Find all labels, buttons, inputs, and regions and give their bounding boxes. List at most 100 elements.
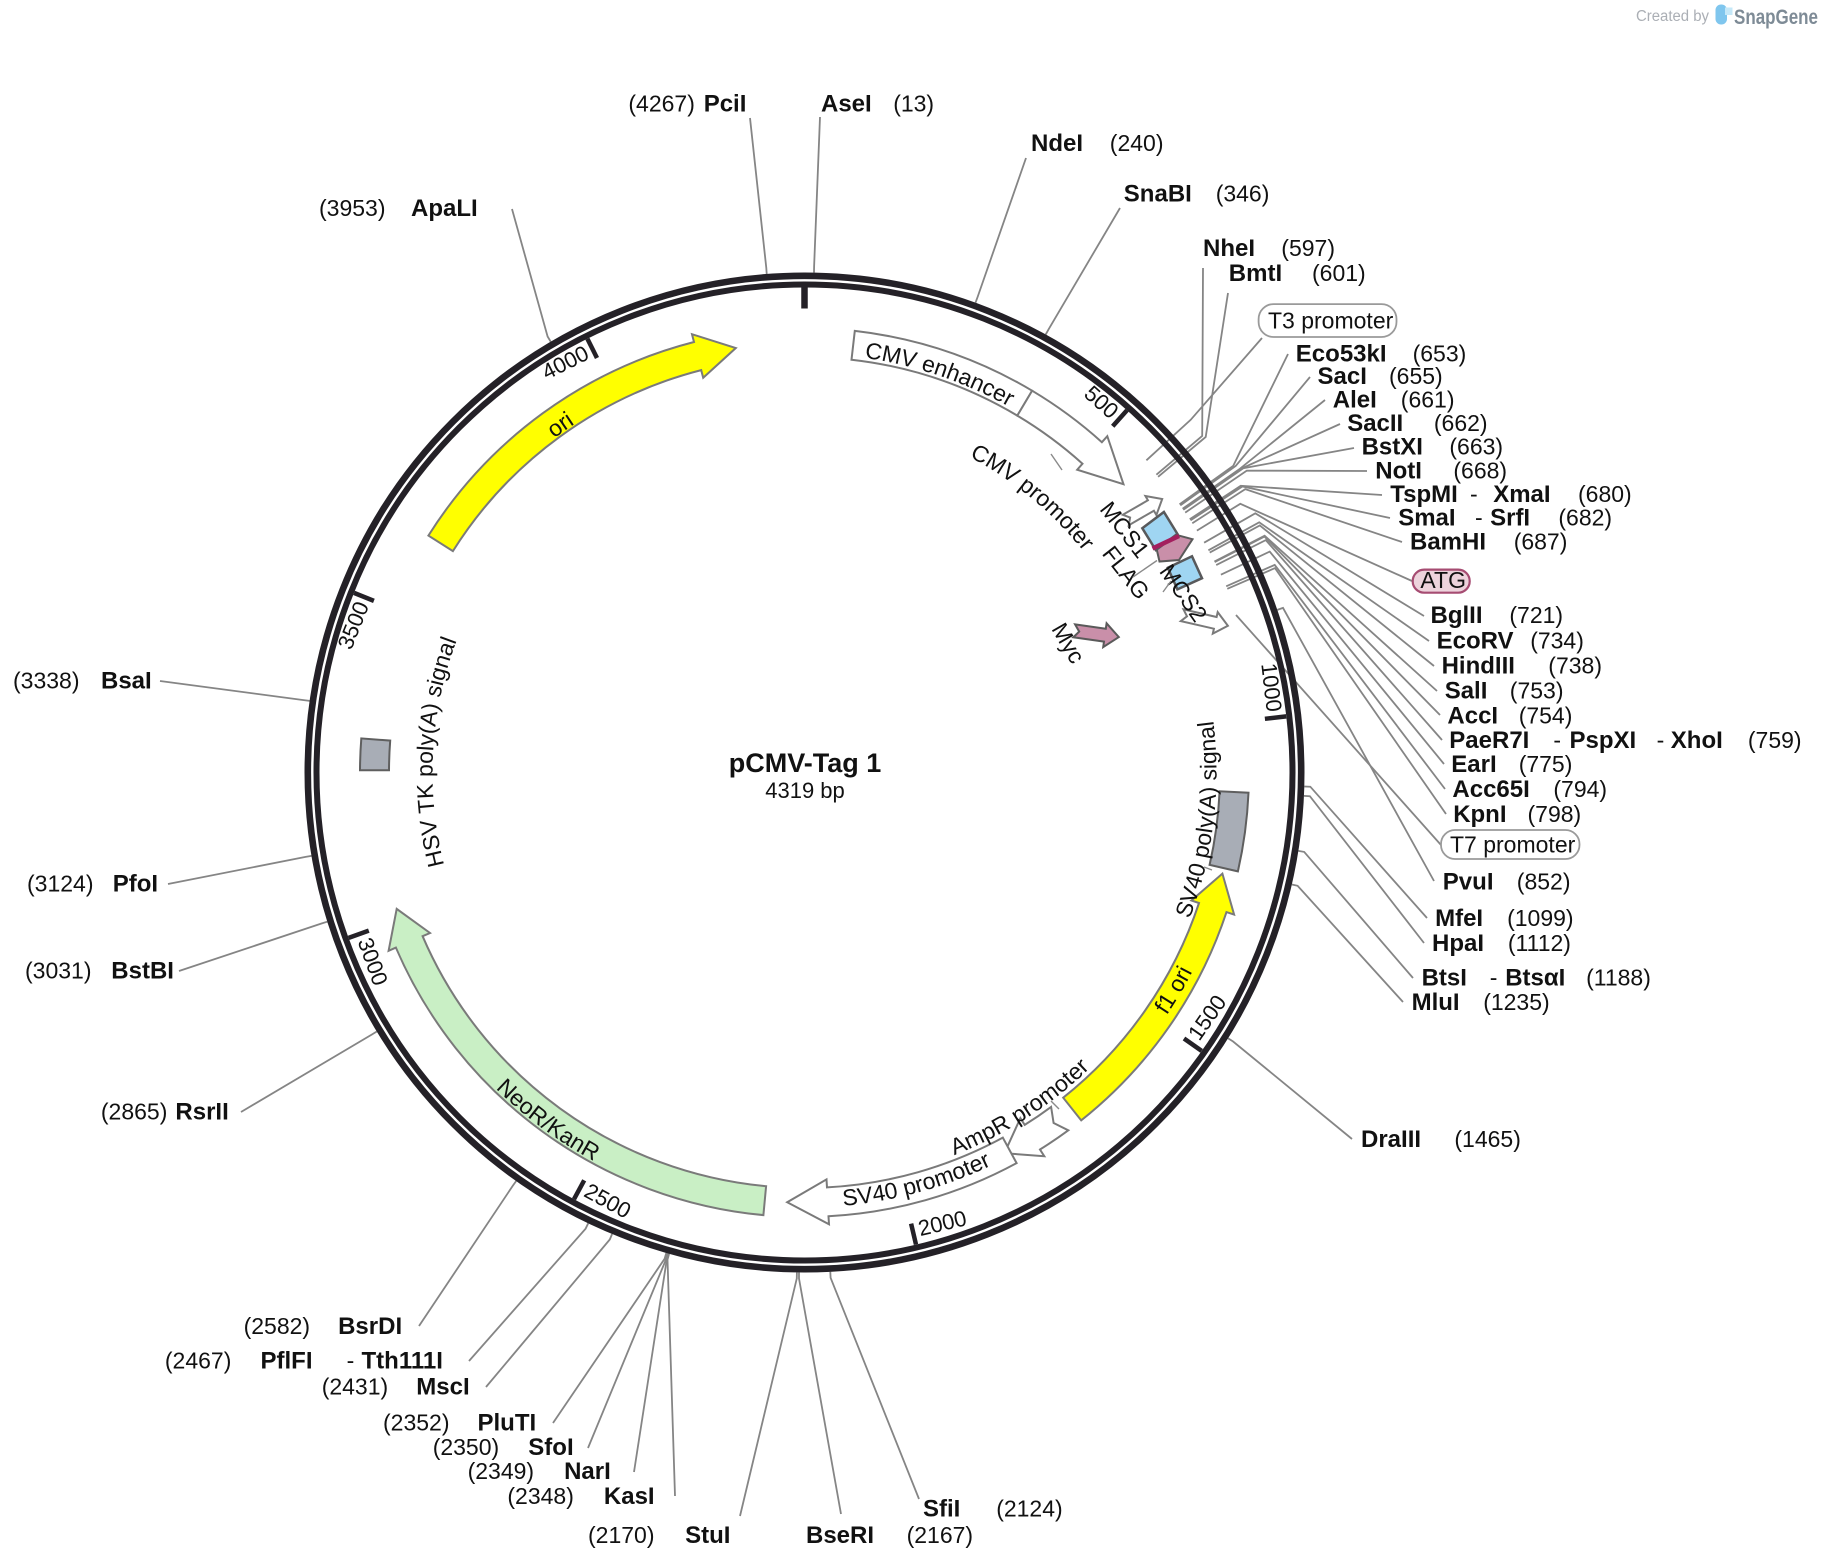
- svg-text:(775): (775): [1519, 751, 1573, 777]
- svg-text:DraIII: DraIII: [1361, 1126, 1421, 1153]
- svg-text:Eco53kI: Eco53kI: [1296, 341, 1387, 368]
- svg-text:BseRI: BseRI: [806, 1522, 874, 1549]
- svg-text:(655): (655): [1389, 363, 1443, 389]
- svg-text:(1188): (1188): [1586, 965, 1651, 991]
- svg-text:PvuI: PvuI: [1443, 868, 1494, 895]
- svg-text:PfoI: PfoI: [113, 870, 158, 897]
- svg-text:(2467): (2467): [165, 1348, 231, 1374]
- svg-text:Tth111I: Tth111I: [362, 1348, 443, 1375]
- svg-text:ATG: ATG: [1420, 567, 1466, 593]
- svg-text:EcoRV: EcoRV: [1437, 627, 1514, 654]
- svg-text:(3953): (3953): [319, 195, 385, 221]
- svg-text:1000: 1000: [1256, 662, 1287, 714]
- svg-text:(668): (668): [1453, 457, 1507, 483]
- svg-text:(3124): (3124): [27, 870, 93, 896]
- svg-text:(852): (852): [1517, 868, 1571, 894]
- svg-text:(662): (662): [1434, 410, 1488, 436]
- svg-text:SfiI: SfiI: [923, 1495, 960, 1522]
- svg-text:BsaI: BsaI: [101, 668, 152, 695]
- svg-text:(2124): (2124): [996, 1495, 1062, 1521]
- svg-text:(1235): (1235): [1483, 989, 1549, 1015]
- svg-text:XmaI: XmaI: [1493, 481, 1550, 508]
- svg-text:(753): (753): [1510, 678, 1564, 704]
- svg-text:SalI: SalI: [1445, 678, 1488, 705]
- svg-text:MluI: MluI: [1412, 989, 1460, 1016]
- svg-text:pCMV-Tag 1: pCMV-Tag 1: [729, 748, 882, 778]
- svg-text:BtsαI: BtsαI: [1505, 965, 1565, 992]
- svg-text:(240): (240): [1110, 130, 1164, 156]
- svg-text:HindIII: HindIII: [1442, 652, 1515, 679]
- svg-text:(734): (734): [1530, 627, 1584, 653]
- svg-text:(2170): (2170): [588, 1522, 654, 1548]
- svg-text:(682): (682): [1558, 505, 1612, 531]
- svg-text:ApaLI: ApaLI: [411, 195, 478, 222]
- svg-text:-: -: [347, 1348, 355, 1374]
- svg-text:XhoI: XhoI: [1671, 727, 1723, 754]
- svg-text:SnapGene: SnapGene: [1734, 5, 1818, 29]
- svg-text:TspMI: TspMI: [1390, 481, 1458, 508]
- svg-text:(1099): (1099): [1507, 905, 1573, 931]
- svg-text:Created by: Created by: [1636, 8, 1709, 25]
- svg-text:BtsI: BtsI: [1422, 965, 1467, 992]
- svg-text:(759): (759): [1748, 727, 1802, 753]
- svg-text:NheI: NheI: [1203, 235, 1255, 262]
- svg-text:(3338): (3338): [13, 668, 79, 694]
- svg-text:(601): (601): [1312, 260, 1366, 286]
- svg-text:(687): (687): [1514, 528, 1568, 554]
- svg-text:(1112): (1112): [1508, 930, 1571, 956]
- svg-text:HpaI: HpaI: [1432, 930, 1484, 957]
- svg-text:SfoI: SfoI: [528, 1434, 573, 1461]
- svg-text:(661): (661): [1401, 387, 1455, 413]
- svg-text:SrfI: SrfI: [1490, 505, 1530, 532]
- svg-text:(653): (653): [1413, 341, 1467, 367]
- svg-text:BmtI: BmtI: [1229, 260, 1282, 287]
- svg-text:EarI: EarI: [1451, 751, 1496, 778]
- svg-text:-: -: [1553, 727, 1561, 753]
- svg-text:KpnI: KpnI: [1453, 801, 1506, 828]
- svg-text:SacII: SacII: [1347, 410, 1403, 437]
- svg-text:(663): (663): [1449, 434, 1503, 460]
- svg-text:4319 bp: 4319 bp: [765, 778, 845, 803]
- svg-text:(754): (754): [1519, 703, 1573, 729]
- svg-text:AseI: AseI: [821, 91, 872, 118]
- svg-text:-: -: [1490, 965, 1498, 991]
- svg-text:-: -: [1470, 481, 1478, 507]
- svg-text:NotI: NotI: [1375, 457, 1422, 484]
- svg-text:RsrII: RsrII: [175, 1099, 228, 1126]
- svg-text:(4267): (4267): [628, 91, 694, 117]
- svg-text:(13): (13): [893, 91, 934, 117]
- svg-text:BstBI: BstBI: [111, 958, 174, 985]
- svg-text:NarI: NarI: [564, 1458, 611, 1485]
- svg-text:(2352): (2352): [383, 1409, 449, 1435]
- svg-text:BglII: BglII: [1431, 602, 1483, 629]
- svg-text:(2350): (2350): [433, 1434, 499, 1460]
- svg-text:(2582): (2582): [244, 1313, 310, 1339]
- svg-text:(2349): (2349): [468, 1458, 534, 1484]
- svg-text:(794): (794): [1553, 776, 1607, 802]
- svg-text:MfeI: MfeI: [1435, 905, 1483, 932]
- svg-text:NdeI: NdeI: [1031, 130, 1083, 157]
- svg-text:(3031): (3031): [25, 958, 91, 984]
- svg-text:PciI: PciI: [704, 91, 747, 118]
- svg-text:SacI: SacI: [1318, 363, 1367, 390]
- svg-text:BamHI: BamHI: [1410, 528, 1486, 555]
- svg-text:-: -: [1657, 727, 1665, 753]
- svg-text:Acc65I: Acc65I: [1452, 776, 1529, 803]
- svg-text:(1465): (1465): [1454, 1126, 1520, 1152]
- svg-text:BstXI: BstXI: [1362, 434, 1423, 461]
- svg-text:(721): (721): [1509, 602, 1563, 628]
- svg-text:SnaBI: SnaBI: [1124, 180, 1192, 207]
- svg-text:(597): (597): [1281, 235, 1335, 261]
- svg-text:-: -: [1475, 505, 1483, 531]
- svg-text:PaeR7I: PaeR7I: [1449, 727, 1529, 754]
- svg-text:MscI: MscI: [416, 1374, 469, 1401]
- svg-text:AleI: AleI: [1333, 387, 1377, 414]
- svg-text:(2167): (2167): [907, 1522, 973, 1548]
- svg-text:T3 promoter: T3 promoter: [1268, 308, 1394, 334]
- svg-text:PluTI: PluTI: [478, 1409, 537, 1436]
- svg-text:KasI: KasI: [604, 1483, 655, 1510]
- svg-text:(346): (346): [1216, 180, 1270, 206]
- svg-text:(2348): (2348): [507, 1483, 573, 1509]
- svg-text:(2431): (2431): [322, 1374, 388, 1400]
- svg-text:StuI: StuI: [685, 1522, 730, 1549]
